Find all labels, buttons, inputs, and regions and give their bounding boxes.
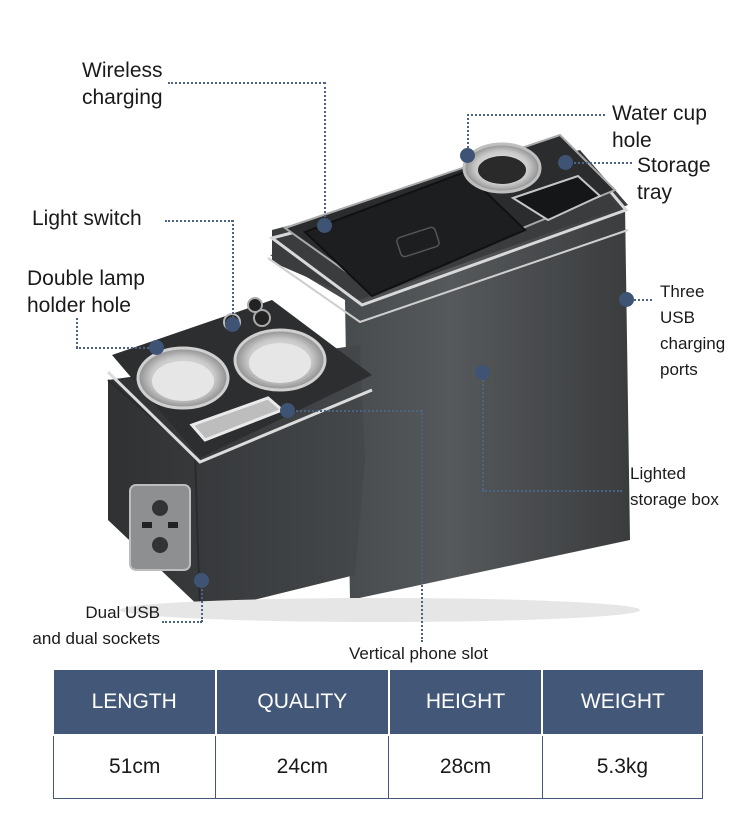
leader-usb-ports-h <box>630 299 652 301</box>
spec-value-length: 51cm <box>52 734 217 799</box>
leader-water-cup-v <box>467 114 469 152</box>
callout-dot-phone-slot <box>280 403 295 418</box>
specs-value-row: 51cm 24cm 28cm 5.3kg <box>52 734 704 799</box>
leader-sockets-h <box>162 621 202 623</box>
leader-phone-slot-v <box>421 410 423 642</box>
specs-table: LENGTH QUALITY HEIGHT WEIGHT 51cm 24cm 2… <box>52 670 704 799</box>
label-three-usb-charging-ports: Three USB charging ports <box>660 282 726 379</box>
label-storage-tray: Storage tray <box>637 154 711 204</box>
leader-light-switch-v <box>232 220 234 318</box>
spec-value-height: 28cm <box>388 734 543 799</box>
leader-storage-tray-h <box>570 162 632 164</box>
label-double-lamp-holder-hole: Double lamp holder hole <box>27 267 145 317</box>
leader-phone-slot-h <box>288 410 422 412</box>
callout-dot-wireless <box>317 218 332 233</box>
callout-dot-water-cup <box>460 148 475 163</box>
label-wireless-charging: Wireless charging <box>82 59 163 109</box>
spec-header-height: HEIGHT <box>387 670 544 736</box>
leader-sockets-v <box>201 582 203 622</box>
label-vertical-phone-slot: Vertical phone slot <box>349 644 488 663</box>
callout-dot-storage-box <box>475 365 490 380</box>
spec-header-length: LENGTH <box>53 670 217 736</box>
callout-dot-light-switch <box>225 317 240 332</box>
callout-dot-sockets <box>194 573 209 588</box>
leader-wireless-h <box>168 82 325 84</box>
spec-value-weight: 5.3kg <box>541 734 704 799</box>
spec-header-weight: WEIGHT <box>541 670 703 736</box>
label-dual-usb-dual-sockets: Dual USB and dual sockets <box>32 603 160 648</box>
label-water-cup-hole: Water cup hole <box>612 102 707 152</box>
callout-dot-lamp-holder <box>149 340 164 355</box>
leader-wireless-v <box>324 82 326 217</box>
callout-dot-storage-tray <box>558 155 573 170</box>
callout-dot-usb-ports <box>619 292 634 307</box>
spec-value-quality: 24cm <box>215 734 390 799</box>
specs-header-row: LENGTH QUALITY HEIGHT WEIGHT <box>53 670 703 736</box>
leader-storage-box-h <box>482 490 622 492</box>
label-light-switch: Light switch <box>32 207 142 230</box>
leader-light-switch-h <box>165 220 233 222</box>
spec-header-quality: QUALITY <box>214 670 390 736</box>
leader-water-cup-h <box>467 114 605 116</box>
leader-storage-box-v <box>482 372 484 490</box>
leader-lamp-holder-v <box>76 318 78 348</box>
leader-lamp-holder-h <box>76 347 156 349</box>
label-lighted-storage-box: Lighted storage box <box>630 464 719 509</box>
